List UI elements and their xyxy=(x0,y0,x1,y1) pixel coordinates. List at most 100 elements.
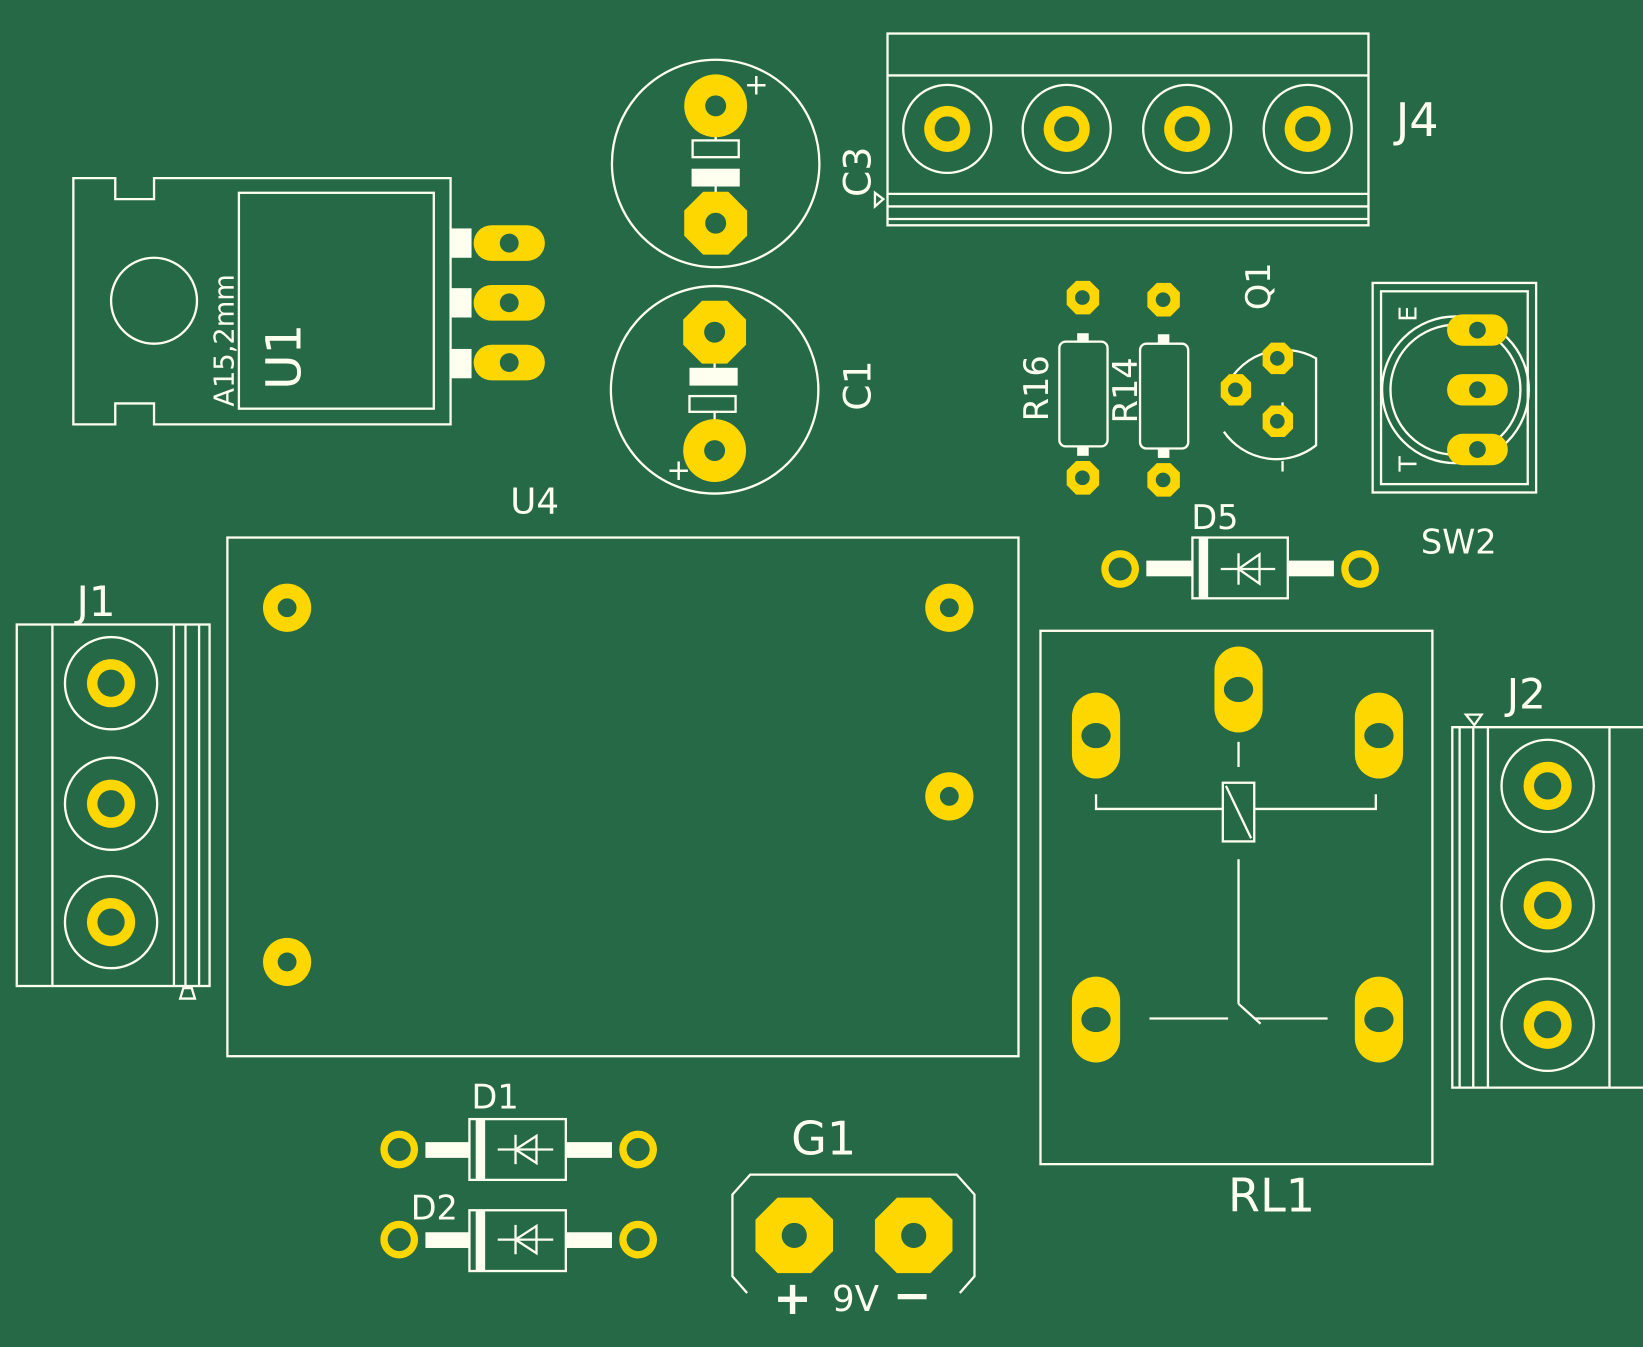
r14-pad-2[interactable] xyxy=(1147,463,1180,497)
j1-pad-2[interactable] xyxy=(63,756,159,851)
sw2-outer-outline xyxy=(1371,281,1538,494)
u1-pad-2[interactable] xyxy=(473,285,545,321)
u4-pad-4[interactable] xyxy=(925,772,974,821)
sw2-pad-3[interactable] xyxy=(1447,433,1508,466)
c3-pad-negative[interactable] xyxy=(684,191,748,255)
rl1-pad-coil-2[interactable] xyxy=(1354,692,1404,779)
d5-pad-1[interactable] xyxy=(1101,550,1139,588)
c3-outline xyxy=(610,58,821,269)
r16-designator-label: R16 xyxy=(1017,355,1056,421)
d1-designator-label: D1 xyxy=(472,1078,519,1117)
r16-pad-2[interactable] xyxy=(1066,461,1100,495)
j4-pad-2[interactable] xyxy=(1021,83,1112,175)
sw2-pad-2[interactable] xyxy=(1447,374,1508,406)
u4-pad-2[interactable] xyxy=(263,937,312,987)
q1-pad-3[interactable] xyxy=(1262,405,1294,437)
component-rl1[interactable]: RL1 xyxy=(1039,629,1434,1222)
sw2-mark-t: T xyxy=(1394,456,1423,473)
d1-pad-2[interactable] xyxy=(619,1130,657,1169)
j2-pad-3[interactable] xyxy=(1500,977,1595,1073)
u4-pad-1[interactable] xyxy=(263,583,312,632)
j1-pad-3[interactable] xyxy=(63,874,159,970)
rl1-designator-label: RL1 xyxy=(1228,1168,1315,1222)
c3-pad-positive[interactable] xyxy=(684,74,748,138)
u1-pin-lead-1 xyxy=(450,228,472,258)
rl1-pad-coil-1[interactable] xyxy=(1071,692,1121,779)
component-j2[interactable]: J2 xyxy=(1451,669,1643,1089)
component-q1[interactable]: Q1 xyxy=(1220,262,1318,472)
component-u1[interactable]: A15,2mm U1 xyxy=(72,176,545,426)
d1-cathode-band xyxy=(475,1119,486,1180)
d2-designator-label: D2 xyxy=(411,1189,458,1228)
d2-diode-symbol-icon xyxy=(497,1223,554,1256)
j4-pad-1[interactable] xyxy=(902,83,993,175)
d5-cathode-band xyxy=(1198,537,1209,599)
d1-pad-1[interactable] xyxy=(380,1130,419,1169)
rl1-coil-symbol-icon xyxy=(1094,741,1377,1025)
c3-polarity-bar xyxy=(691,168,740,187)
component-j1[interactable]: J1 xyxy=(15,577,211,1000)
d5-diode-symbol-icon xyxy=(1220,552,1276,586)
j4-pad-3[interactable] xyxy=(1142,83,1233,175)
component-c1[interactable]: + C1 xyxy=(609,284,880,495)
u4-pad-3[interactable] xyxy=(925,583,974,632)
u1-mount-hole-outline xyxy=(109,256,199,345)
d2-pad-1[interactable] xyxy=(380,1220,419,1259)
q1-pad-2[interactable] xyxy=(1220,374,1252,406)
u1-pin-lead-2 xyxy=(450,288,472,318)
j1-designator-label: J1 xyxy=(73,577,115,626)
c1-pad-positive[interactable] xyxy=(683,419,747,483)
component-d2[interactable]: D2 xyxy=(380,1189,657,1273)
g1-value-label: 9V xyxy=(832,1279,880,1320)
component-j4[interactable]: J4 xyxy=(873,32,1439,227)
d5-pad-2[interactable] xyxy=(1341,550,1379,588)
component-r16[interactable]: R16 xyxy=(1017,280,1109,495)
g1-outline xyxy=(731,1173,976,1294)
component-u4[interactable]: U4 xyxy=(226,481,1020,1058)
j4-outline xyxy=(886,32,1370,227)
component-d5[interactable]: D5 xyxy=(1101,498,1379,600)
j1-pad-1[interactable] xyxy=(63,635,159,731)
r16-pad-1[interactable] xyxy=(1066,280,1100,315)
j2-pad-2[interactable] xyxy=(1500,858,1595,953)
r14-pad-1[interactable] xyxy=(1147,282,1180,317)
component-sw2[interactable]: E T SW2 xyxy=(1371,281,1538,561)
q1-pad-1[interactable] xyxy=(1262,342,1294,375)
g1-pad-positive[interactable] xyxy=(755,1197,834,1274)
u4-outline xyxy=(226,536,1020,1058)
g1-pad-negative[interactable] xyxy=(874,1197,953,1274)
g1-minus-mark: − xyxy=(893,1268,932,1322)
d2-pad-2[interactable] xyxy=(619,1220,657,1259)
j2-outline xyxy=(1451,726,1643,1089)
u1-value-label: A15,2mm xyxy=(210,274,241,406)
component-r14[interactable]: R14 xyxy=(1106,282,1190,497)
u1-pin-lead-3 xyxy=(450,348,472,379)
j4-pad-4[interactable] xyxy=(1262,83,1353,175)
u1-designator-label: U1 xyxy=(257,324,313,390)
component-d1[interactable]: D1 xyxy=(380,1078,657,1182)
sw2-mark-e: E xyxy=(1394,306,1423,322)
rl1-pad-no[interactable] xyxy=(1354,976,1404,1063)
j4-pin1-marker xyxy=(873,190,886,209)
c1-outline xyxy=(609,284,820,495)
c3-designator-label: C3 xyxy=(836,147,880,197)
j2-pad-1[interactable] xyxy=(1500,738,1595,834)
c1-pad-negative[interactable] xyxy=(683,300,747,364)
rl1-outline xyxy=(1039,629,1434,1166)
j1-pin1-marker xyxy=(178,986,197,1000)
sw2-pad-1[interactable] xyxy=(1447,314,1508,346)
u1-heatsink-tab xyxy=(237,191,435,410)
u4-designator-label: U4 xyxy=(510,481,559,522)
sw2-designator-label: SW2 xyxy=(1421,522,1497,561)
j4-designator-label: J4 xyxy=(1393,93,1439,147)
d5-designator-label: D5 xyxy=(1191,498,1238,537)
component-c3[interactable]: + C3 xyxy=(610,58,880,269)
component-g1[interactable]: + 9V − G1 xyxy=(731,1112,976,1325)
j2-designator-label: J2 xyxy=(1504,669,1546,718)
rl1-pad-com[interactable] xyxy=(1214,646,1263,733)
u1-pad-1[interactable] xyxy=(473,225,545,261)
d2-cathode-band xyxy=(475,1210,486,1272)
rl1-pad-nc[interactable] xyxy=(1071,976,1121,1063)
u1-pad-3[interactable] xyxy=(473,344,545,381)
